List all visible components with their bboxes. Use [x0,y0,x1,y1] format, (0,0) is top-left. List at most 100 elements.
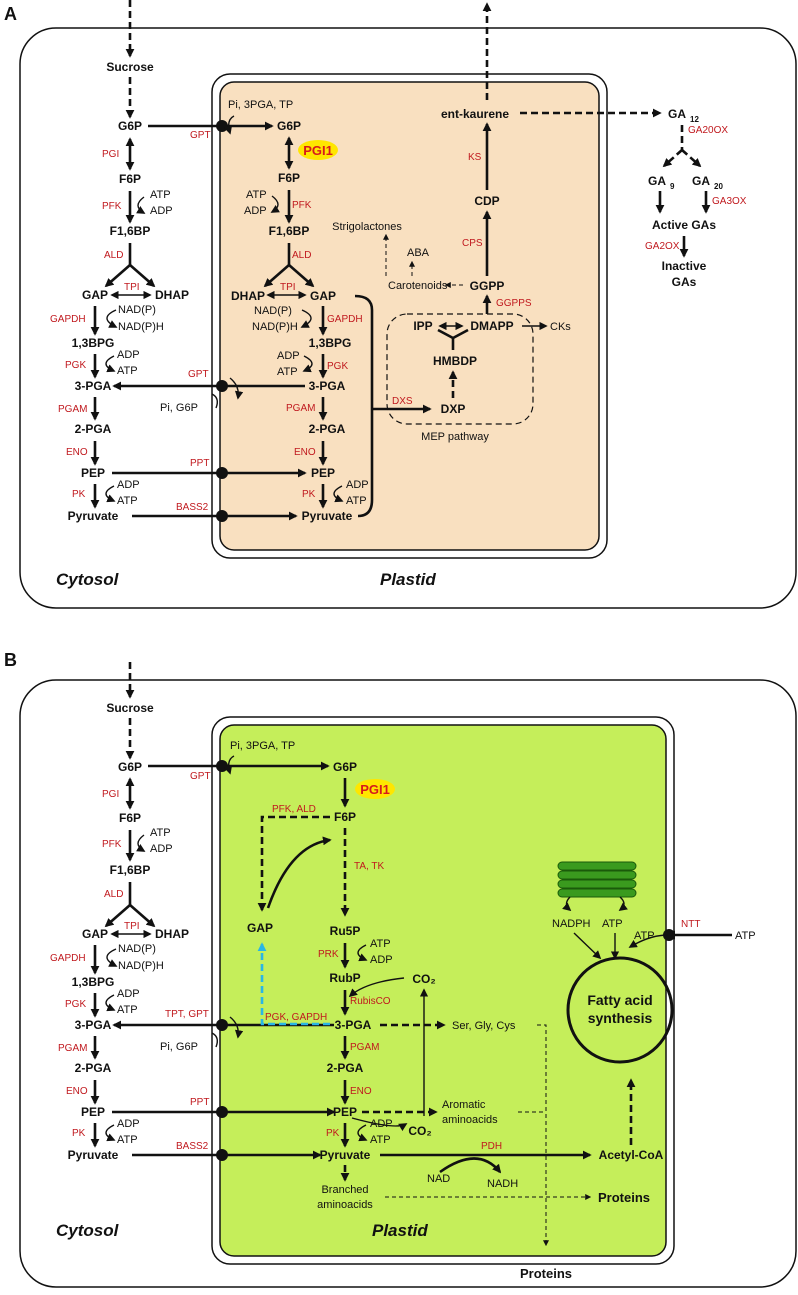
adp2-b: ADP [117,988,140,1000]
ga12-to-ga9-arrow [662,149,683,168]
plastid-gapdh: GAPDH [327,314,363,325]
plastid-ald-to-gap [288,264,315,288]
bass2-transporter-b [216,1149,228,1161]
bpg: 1,3BPG [72,336,115,350]
plastid-tpi: TPI [280,282,296,293]
pga: 3-PGA [75,379,112,393]
nad-nadh-arrow [439,1157,502,1174]
ga2ox: GA2OX [645,241,680,252]
pgk: PGK [65,360,86,371]
plastid-f16bp: F1,6BP [269,224,310,238]
plastid-pk: PK [302,489,316,500]
sucrose-b: Sucrose [106,701,154,715]
gap: GAP [82,288,108,302]
pk-bp: PK [326,1128,340,1139]
dxp: DXP [441,402,466,416]
f16bp: F1,6BP [110,224,151,238]
thylakoid-atp-arrow [618,896,628,912]
plastid-nadp: NAD(P) [254,305,292,317]
nadph: NAD(P)H [118,321,164,333]
ald-to-dhap-b [129,904,156,928]
pgam: PGAM [58,404,87,415]
cytosol-label: Cytosol [56,570,120,589]
plastid-atp2-b: ATP [370,1134,391,1146]
hmbdp: HMBDP [433,354,477,368]
nadh: NADH [487,1178,518,1190]
aromatic1: Aromatic [442,1099,486,1111]
mep-pathway: DXS DXP MEP pathway HMBDP IPP DMAPP CKs … [332,2,662,518]
eno-bp: ENO [350,1086,372,1097]
g6p-b: G6P [118,760,142,774]
pfk-b: PFK [102,839,122,850]
bass2-b: BASS2 [176,1141,209,1152]
atp3: ATP [117,495,138,507]
dxs: DXS [392,396,413,407]
fatty-acid-synthesis-node [566,956,674,1064]
ntt-atp-curve [628,934,669,948]
plastid-ald: ALD [292,250,311,261]
gpt-mid: GPT [188,369,209,380]
plastid-stroma-b [219,724,667,1257]
gpt-top: GPT [190,130,211,141]
pga2-b: 2-PGA [75,1061,112,1075]
pk: PK [72,489,86,500]
pep: PEP [81,466,105,480]
cytosolic-glycolysis: Sucrose G6P PGI F6P ATP ADP PFK F1,6BP A… [50,0,189,523]
pgk-adp-atp-b [105,994,116,1012]
calvin-regeneration-dashed [257,942,330,1026]
plastid-stroma [219,81,600,551]
plastid-gap-b: GAP [247,921,273,935]
pgk-b: PGK [65,999,86,1010]
panel-b: B Cytosol Plastid Sucrose G6P PGI F6P AT… [4,650,797,1288]
aba: ABA [407,247,430,259]
plastid-ald-to-dhap [263,264,290,288]
gapdh-b: GAPDH [50,953,86,964]
plastid-f6p: F6P [278,171,300,185]
cytosolic-glycolysis-b: Sucrose G6P PGI F6P ATP ADP PFK F1,6BP A… [50,662,189,1162]
plastid-atp2: ATP [277,366,298,378]
plastid-pfk-atp-adp-arrow [270,195,280,213]
plastid-adp-b: ADP [370,954,393,966]
nadph-b: NAD(P)H [118,960,164,972]
pfk: PFK [102,201,122,212]
plastid-gapdh-cofactor [300,309,312,328]
gpt-top-antiport-label-b: Pi, 3PGA, TP [230,740,295,752]
panel-a: A Cytosol Plastid Sucrose G6P PGI F6P AT… [4,0,797,609]
eno-b: ENO [66,1086,88,1097]
dhap: DHAP [155,288,189,302]
plastid-atp3: ATP [346,495,367,507]
pk-adp-atp-bp [357,1124,368,1142]
ppt: PPT [190,458,209,469]
atp: ATP [150,189,171,201]
ga20-subscript: 20 [714,182,723,191]
plastid-outer-membrane-b [211,716,675,1265]
pfk-atp-adp-arrow [136,196,146,214]
pk-adp-atp-b [105,1124,116,1142]
gapdh: GAPDH [50,314,86,325]
rubp: RubP [329,971,360,985]
cell-outline-b [19,679,797,1288]
plastid-transporters: Pi, 3PGA, TP GPT Pi, G6P GPT PPT BASS2 [112,99,307,522]
ga9: GA [648,174,666,188]
pep-b: PEP [81,1105,105,1119]
acetyl-coa: Acetyl-CoA [599,1148,664,1162]
plastid-pep: PEP [311,466,335,480]
plastid-pyruvate: Pyruvate [302,509,353,523]
ga12-subscript: 12 [690,115,699,124]
ser-gly-cys: Ser, Gly, Cys [452,1020,516,1032]
tpt-antiport-b [211,1032,219,1048]
plastid-pga2-b: 2-PGA [327,1061,364,1075]
pgam-b: PGAM [58,1043,87,1054]
cks: CKs [550,321,571,333]
gap-b: GAP [82,927,108,941]
plastid-g6p-b: G6P [333,760,357,774]
tpt-gpt-b: TPT, GPT [165,1009,209,1020]
plastid-pfk: PFK [292,200,312,211]
ppt-transporter-b [216,1106,228,1118]
bpg-b: 1,3BPG [72,975,115,989]
ald-to-gap-b [104,904,131,928]
pgam-bp: PGAM [350,1042,379,1053]
nadph-to-fas [573,932,602,960]
plastid-f6p-b: F6P [334,810,356,824]
